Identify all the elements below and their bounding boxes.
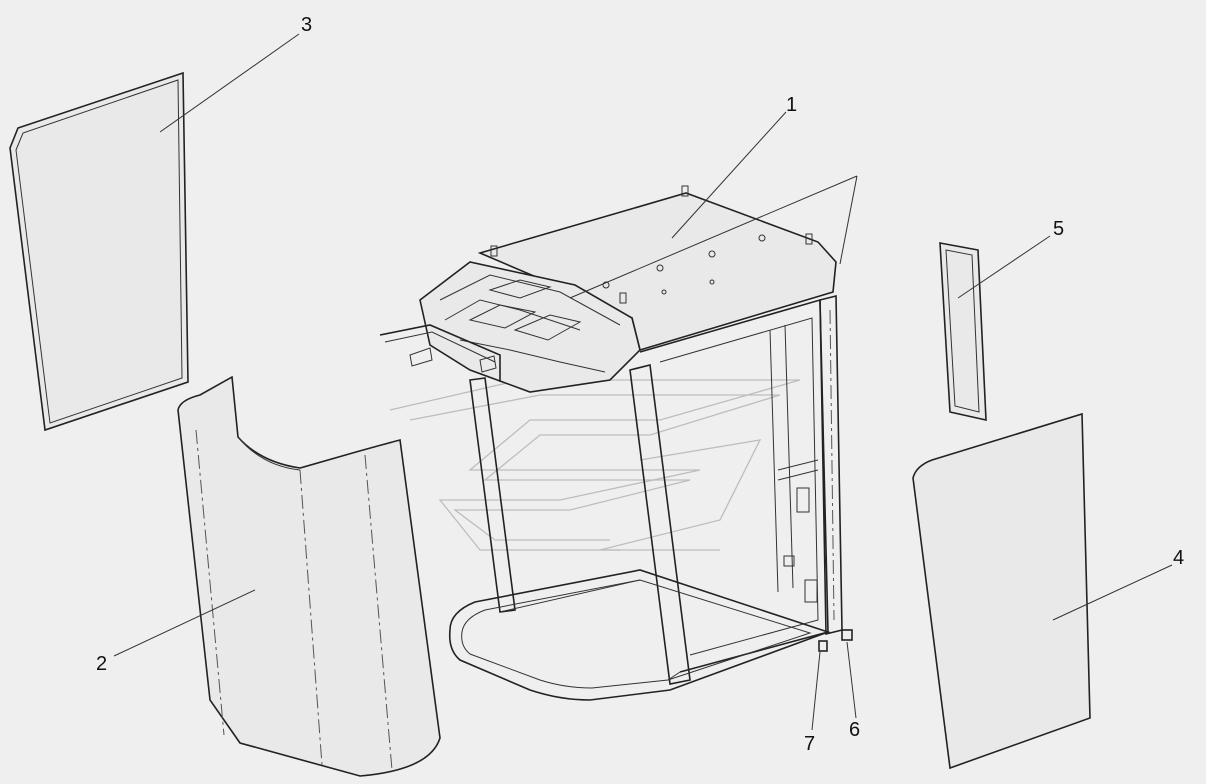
part-5-small-window (939, 242, 987, 422)
part-7-fitting (818, 640, 828, 652)
callout-4: 4 (1173, 547, 1184, 569)
part-3-side-window (9, 71, 189, 432)
leader-lines (113, 33, 1173, 731)
callout-5: 5 (1053, 218, 1064, 240)
part-2-curved-panel (177, 375, 441, 777)
callout-6: 6 (849, 719, 860, 741)
part-6-fitting (841, 629, 853, 641)
watermark (389, 379, 801, 551)
callout-3: 3 (301, 14, 312, 36)
callout-1: 1 (786, 94, 797, 116)
callout-7: 7 (804, 733, 815, 755)
part-1-cab-frame (379, 185, 843, 701)
part-4-side-glass (912, 412, 1091, 770)
callout-2: 2 (96, 653, 107, 675)
